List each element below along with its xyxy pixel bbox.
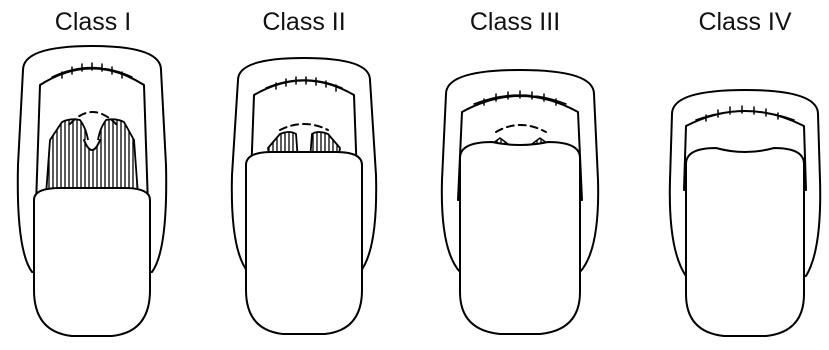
tongue	[686, 148, 804, 336]
tongue	[34, 188, 150, 336]
tongue	[246, 152, 362, 334]
mouth-class-1	[18, 46, 166, 336]
mouth-class-3	[442, 70, 598, 334]
tongue	[460, 142, 580, 334]
mouth-class-4	[670, 90, 820, 336]
mouth-class-2	[232, 58, 376, 334]
